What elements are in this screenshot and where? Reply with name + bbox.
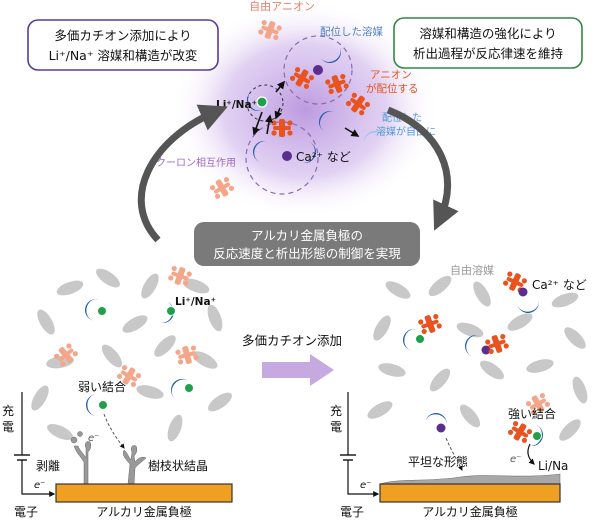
label-li-na-top: Li⁺/Na⁺: [216, 99, 257, 111]
box-top-left: 多価カチオン添加により Li⁺/Na⁺ 溶媒和構造が改変: [27, 19, 219, 71]
label-anode-right: アルカリ金属負極: [422, 504, 518, 519]
top-solvation-cluster: [170, 0, 440, 220]
box-top-right: 溶媒和構造の強化により 析出過程が反応律速を維持: [393, 17, 583, 69]
anode-left: [55, 483, 233, 503]
label-electron-right: e⁻: [510, 454, 521, 465]
label-coord-solvent: 配位した溶媒: [320, 25, 383, 38]
label-li-na-right: Li/Na: [538, 459, 568, 473]
box-center: アルカリ金属負極の 反応速度と析出形態の制御を実現: [194, 222, 420, 266]
box-top-right-line1: 溶媒和構造の強化により: [419, 26, 556, 41]
ca-ion: [282, 151, 292, 161]
inner-dashed-circle: [245, 121, 319, 195]
label-charge-right-2: 電: [330, 420, 342, 434]
li-ion: [256, 96, 268, 108]
curved-arrow-right: [386, 106, 459, 231]
box-center-line2: 反応速度と析出形態の制御を実現: [213, 246, 401, 261]
label-electron-wire-left: e⁻: [34, 480, 45, 491]
label-weak: 弱い結合: [78, 379, 126, 394]
purple-arrow: [262, 354, 334, 386]
label-electron-right-bottom: 電子: [340, 505, 364, 519]
outer-dashed-circle: [283, 35, 353, 105]
label-electron-left-bottom: 電子: [14, 505, 38, 519]
label-li-na-left: Li⁺/Na⁺: [175, 296, 216, 308]
box-center-line1: アルカリ金属負極の: [251, 228, 363, 243]
middle-arrow: 多価カチオン添加: [242, 333, 342, 386]
label-charge-left-1: 充: [2, 403, 14, 418]
label-electron-wire-right: e⁻: [360, 480, 371, 491]
label-middle-arrow: 多価カチオン添加: [242, 333, 342, 348]
left-electrolyte: Li⁺/Na⁺ 弱い結合 e⁻ 剥離 樹枝状結晶 アルカリ金属負極 充 電 e⁻…: [2, 263, 233, 519]
label-ca-top: Ca²⁺ など: [296, 150, 351, 164]
label-strong: 強い結合: [508, 406, 556, 421]
purple-glow: [170, 0, 440, 220]
label-peel: 剥離: [36, 459, 60, 473]
label-ca-right: Ca²⁺ など: [532, 278, 587, 292]
box-top-right-line2: 析出過程が反応律速を維持: [413, 46, 563, 61]
label-coulomb: クーロン相互作用: [156, 156, 236, 169]
label-anion-coord-2: が配位する: [366, 82, 419, 95]
label-free-anion: 自由アニオン: [249, 0, 315, 13]
li-dashed-circle: [246, 84, 284, 122]
anode-right: [379, 483, 561, 503]
label-anion-coord-1: アニオン: [370, 69, 412, 81]
label-dendrite: 樹枝状結晶: [148, 458, 208, 473]
box-top-left-line2: Li⁺/Na⁺ 溶媒和構造が改変: [49, 48, 198, 63]
curved-arrow-left: [137, 104, 228, 243]
right-electrolyte: 自由溶媒 Ca²⁺ など 強い結合 平坦な形態 e⁻ Li/Na アルカリ金属負…: [330, 263, 588, 519]
dendrites: [70, 431, 147, 485]
label-charge-left-2: 電: [2, 420, 14, 434]
label-electron-left: e⁻: [88, 433, 99, 444]
ca-ion-2: [313, 65, 323, 75]
box-top-left-line1: 多価カチオン添加により: [54, 28, 191, 43]
label-flat: 平坦な形態: [408, 454, 468, 469]
label-charge-right-1: 充: [330, 403, 342, 418]
label-free-solvent: 自由溶媒: [450, 263, 494, 277]
left-li-clusters: [83, 297, 194, 416]
label-anode-left: アルカリ金属負極: [96, 504, 192, 519]
flat-deposit: [379, 473, 561, 485]
